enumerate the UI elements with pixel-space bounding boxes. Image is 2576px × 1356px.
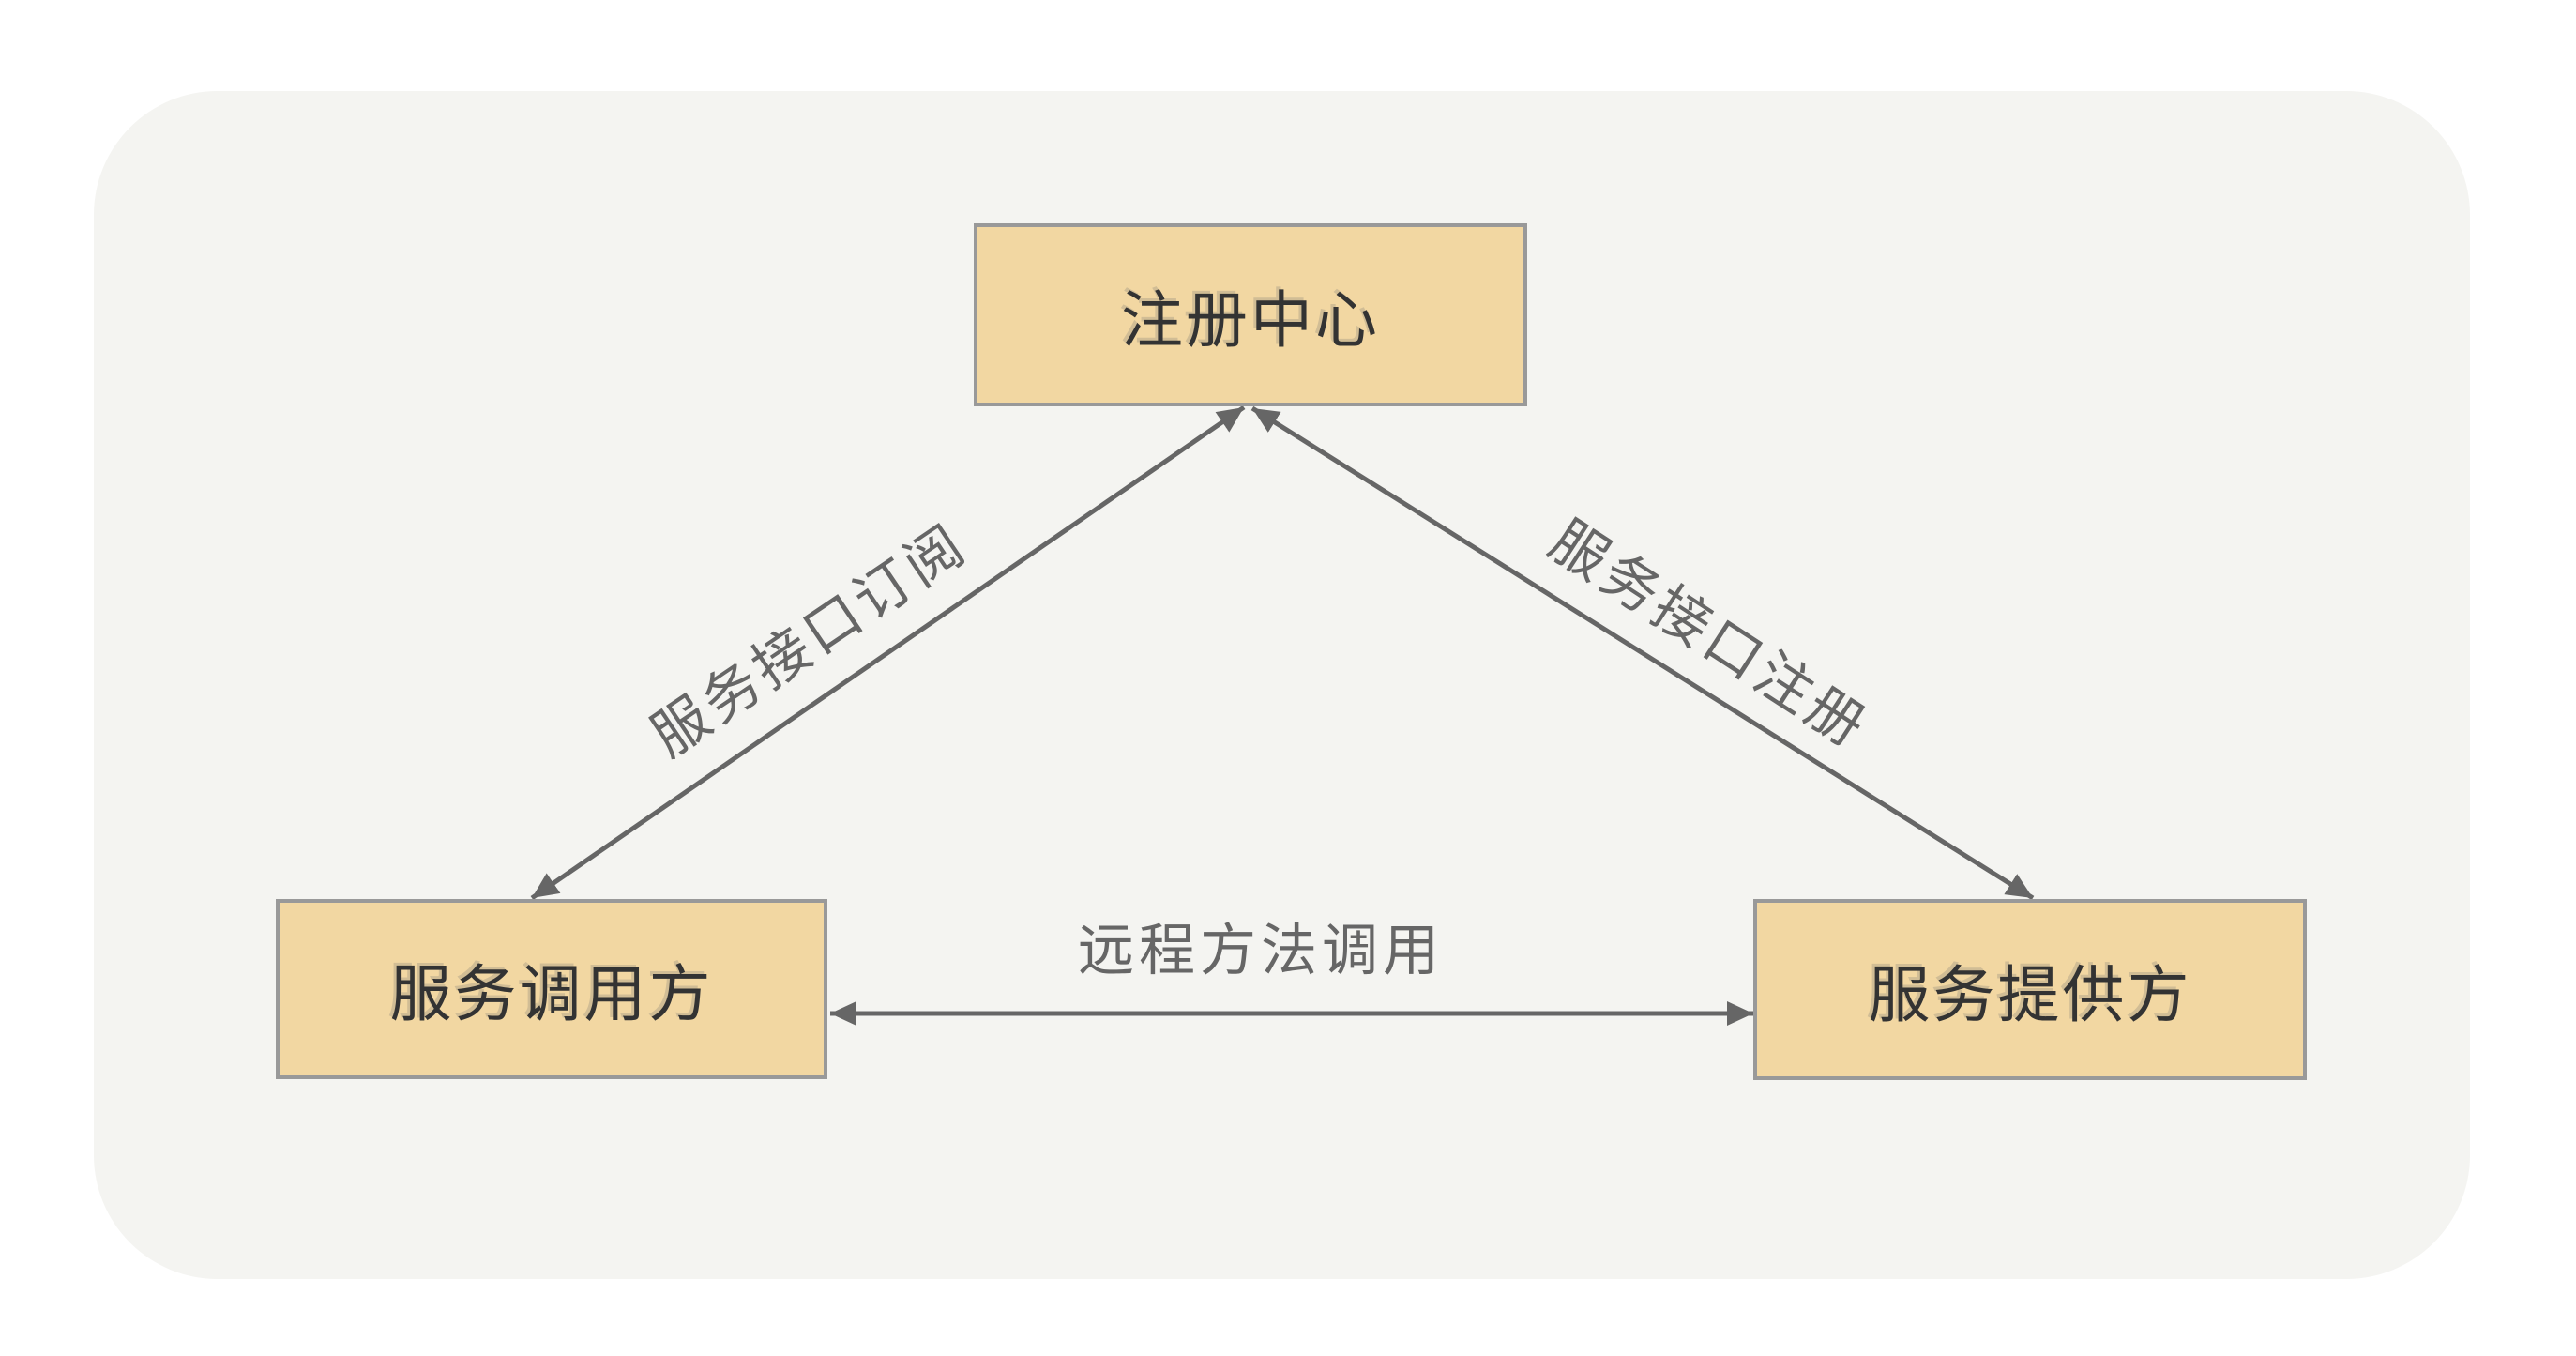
node-consumer: 服务调用方 [276,899,827,1079]
node-provider: 服务提供方 [1753,899,2307,1080]
node-provider-label: 服务提供方 [1868,959,2192,1029]
node-registry: 注册中心 [974,223,1527,406]
node-registry-label: 注册中心 [1121,284,1380,355]
node-consumer-label: 服务调用方 [389,959,714,1028]
rpc-edge-label: 远程方法调用 [1078,919,1444,983]
